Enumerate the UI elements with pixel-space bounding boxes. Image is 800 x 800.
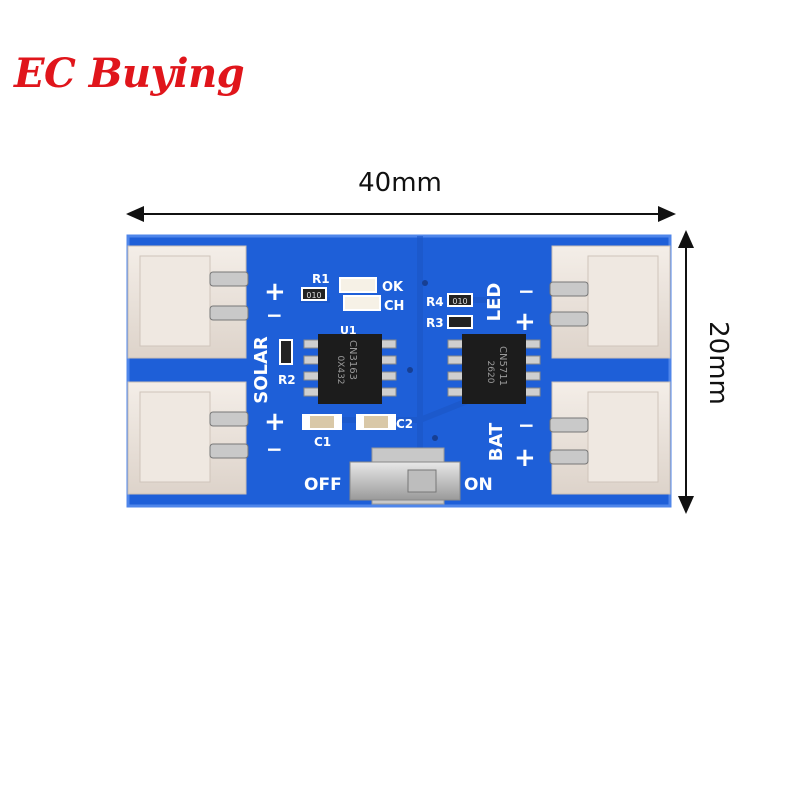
chip-u2-marking-1: CN5711 [497, 346, 508, 386]
label-plus-led: + [514, 307, 536, 337]
label-r1: R1 [312, 272, 330, 286]
chip-u1-marking-1: CN3163 [347, 340, 358, 380]
label-ch: CH [384, 299, 404, 314]
label-plus-solar-bottom: + [264, 407, 286, 437]
label-ok: OK [382, 280, 404, 295]
chip-u1-marking-2: 0X432 [335, 355, 345, 384]
chip-u2-marking-2: 2620 [485, 361, 495, 384]
solar-connector-bottom [127, 381, 249, 495]
label-c2: C2 [396, 417, 413, 431]
chip-u1: CN3163 0X432 [303, 334, 397, 404]
label-led: LED [484, 283, 505, 322]
label-minus-solar-top: − [266, 303, 283, 327]
power-switch [349, 447, 461, 505]
resistor-code-r4: 010 [452, 297, 467, 306]
label-u1: U1 [340, 324, 357, 337]
resistor-code-r1: 010 [306, 291, 321, 300]
bat-connector [549, 381, 671, 495]
label-c1: C1 [314, 435, 331, 449]
smd-components: 010 010 [279, 277, 473, 430]
label-off: OFF [304, 475, 342, 495]
brand-logo: EC Buying [14, 50, 245, 97]
width-dimension-label: 40mm [358, 168, 442, 198]
label-minus-led: − [518, 279, 535, 303]
label-minus-solar-bottom: − [266, 437, 283, 461]
solar-connector-top [127, 245, 249, 359]
label-minus-bat: − [518, 413, 535, 437]
label-on: ON [464, 475, 493, 495]
label-r2: R2 [278, 373, 296, 387]
chip-u2: CN5711 2620 [447, 334, 541, 404]
led-connector [549, 245, 671, 359]
label-r3: R3 [426, 316, 444, 330]
label-bat: BAT [486, 422, 507, 461]
label-plus-bat: + [514, 443, 536, 473]
label-solar: SOLAR [251, 336, 272, 404]
label-r4: R4 [426, 295, 444, 309]
label-plus-solar-top: + [264, 277, 286, 307]
